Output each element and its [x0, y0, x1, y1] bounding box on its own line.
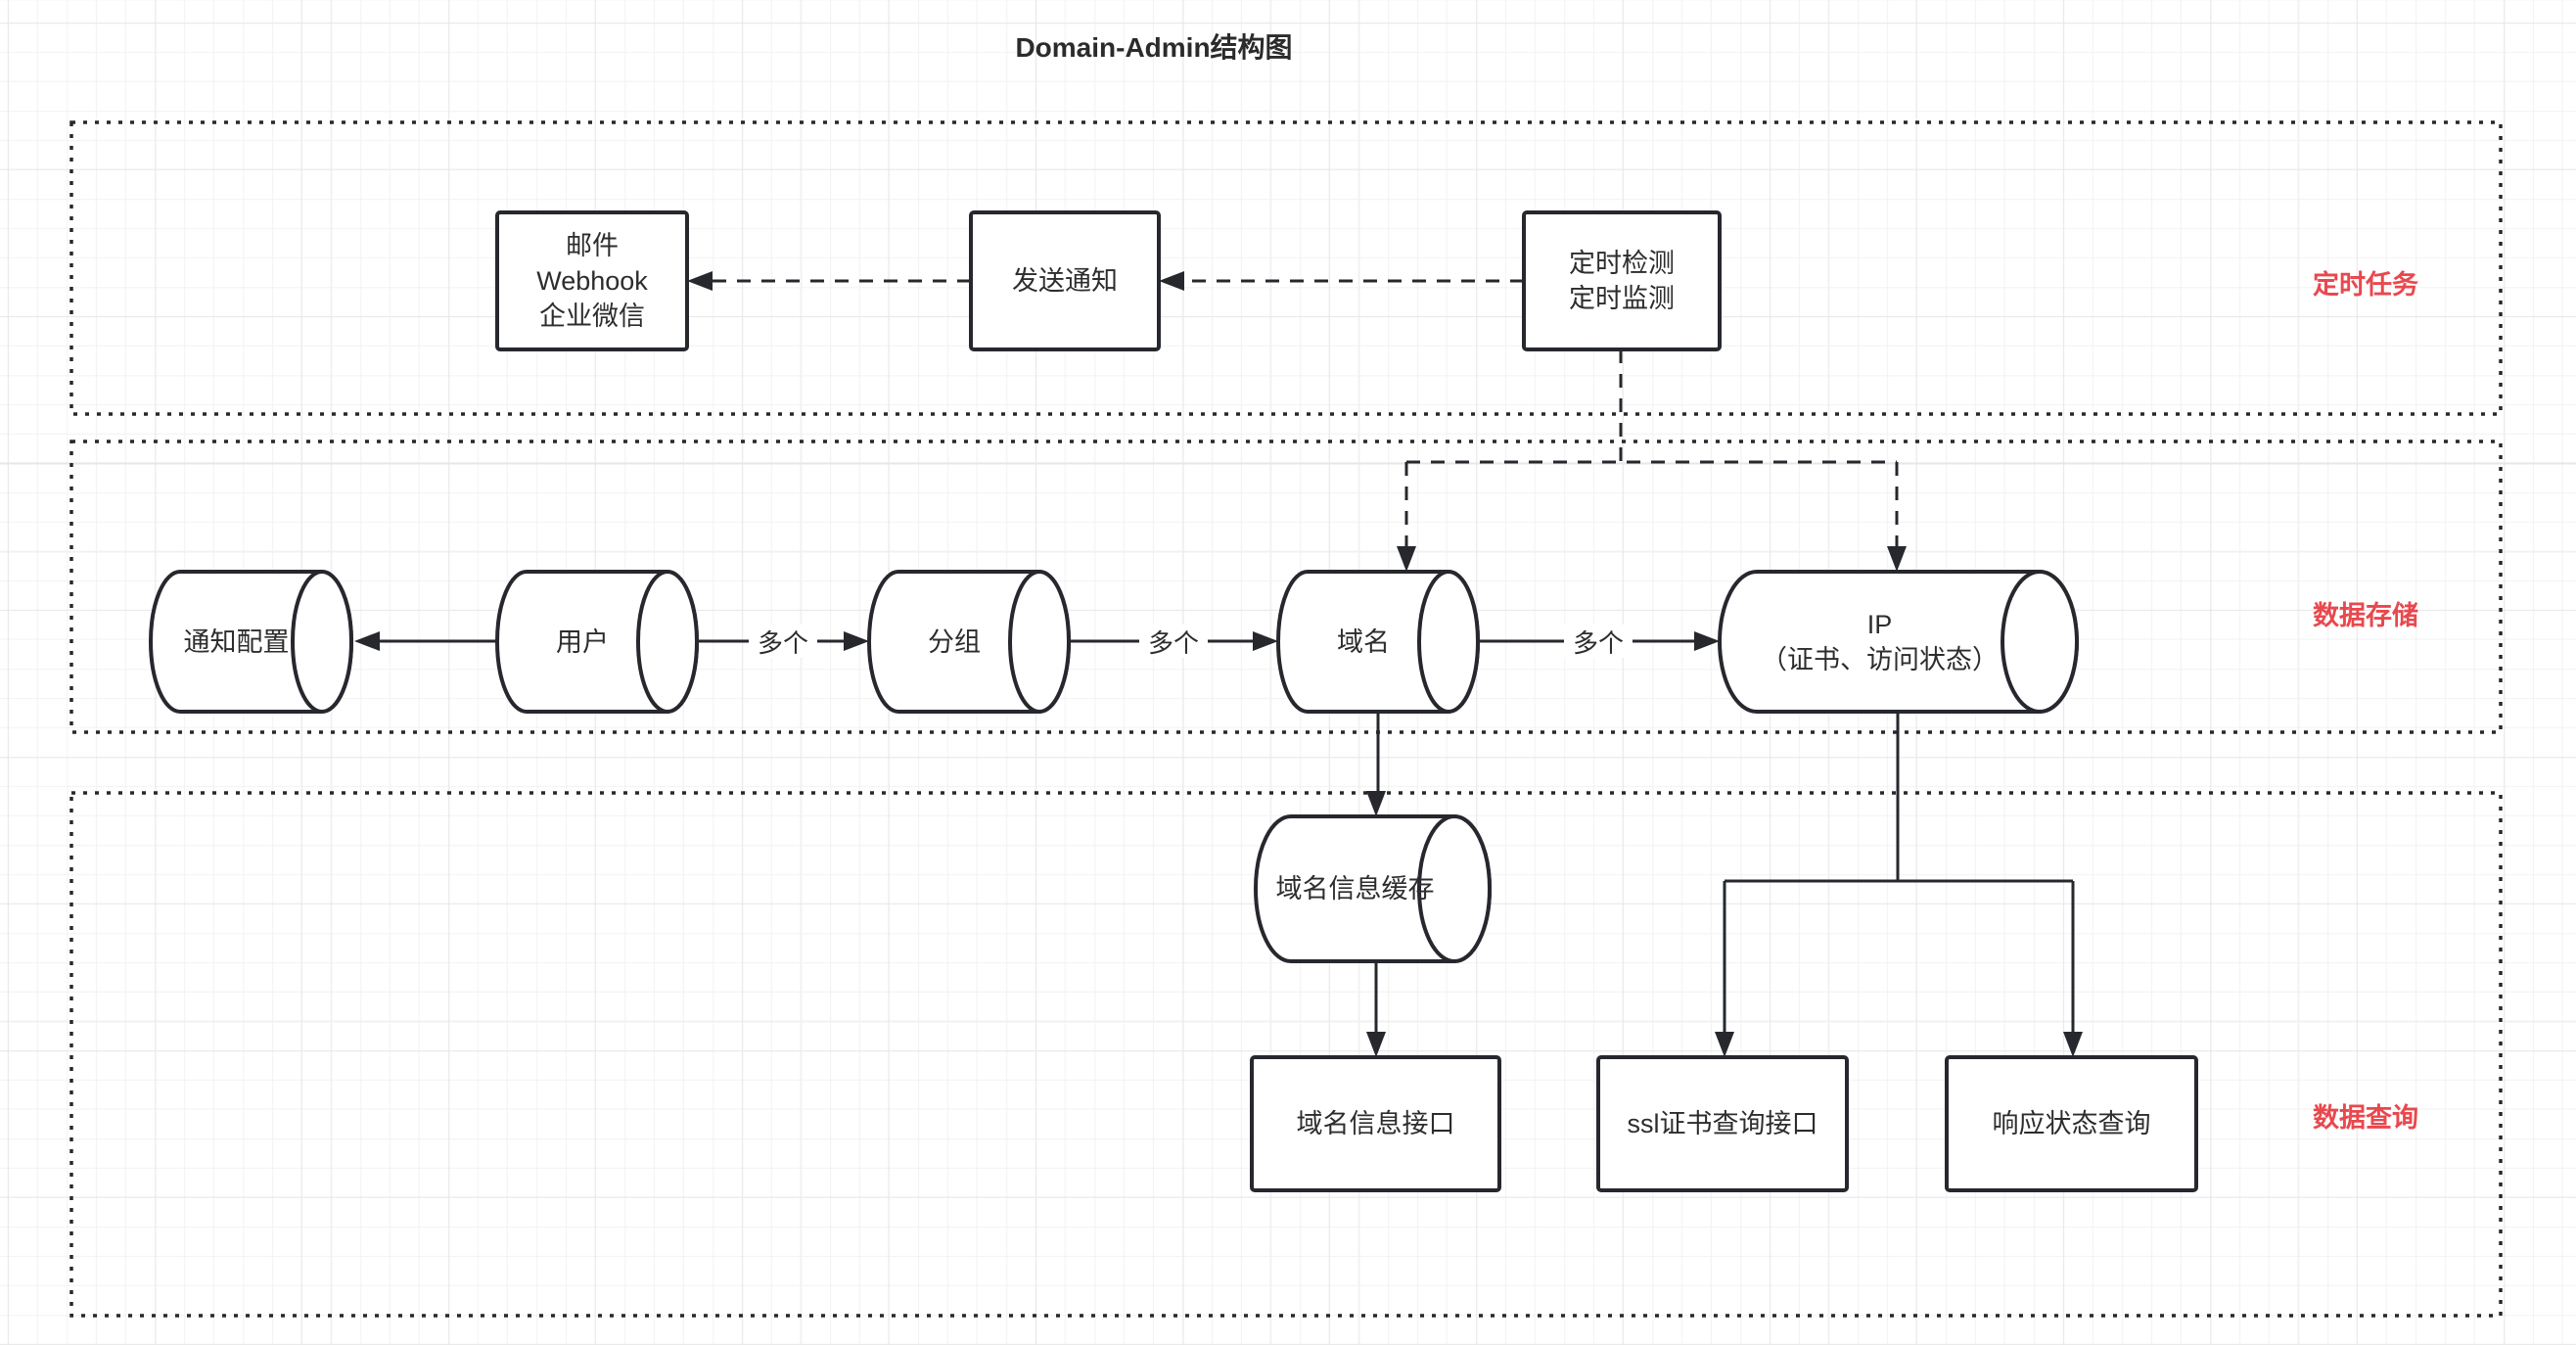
section-scheduled-tasks-frame	[69, 120, 2503, 416]
node-domain-api-shape	[1250, 1055, 1501, 1192]
node-ip-shape	[1718, 570, 2079, 714]
node-domain-api-label: 域名信息接口	[1296, 1109, 1455, 1138]
arrowhead-to-sendnotify	[1159, 271, 1184, 291]
edge-label-domain-to-ip: 多个	[1564, 625, 1633, 658]
ip-line2: （证书、访问状态）	[1761, 644, 1999, 674]
node-user-label: 用户	[556, 626, 609, 657]
node-ssl-api-label: ssl证书查询接口	[1627, 1109, 1818, 1138]
ip-line1: IP	[1866, 609, 1893, 639]
node-domain-cache-label: 域名信息缓存	[1275, 874, 1435, 904]
node-user-shape	[495, 570, 699, 714]
arrowhead-to-cache	[1366, 791, 1386, 816]
edge-ip-branch	[1723, 712, 2075, 1034]
node-group-label: 分组	[928, 626, 981, 657]
node-status-api-shape	[1945, 1055, 2198, 1192]
section-data-query-frame	[69, 791, 2503, 1318]
timed-check-line1: 定时检测	[1569, 249, 1675, 278]
arrowhead-to-statusapi	[2063, 1032, 2083, 1057]
node-ip-label: IP （证书、访问状态）	[1720, 572, 2040, 712]
edge-label-user-to-group: 多个	[749, 625, 817, 658]
notify-channels-line2: Webhook	[536, 266, 648, 296]
node-notify-config-shape	[149, 570, 353, 714]
node-status-api-label: 响应状态查询	[1992, 1109, 2151, 1138]
arrowhead-to-ip	[1694, 631, 1720, 651]
diagram-title: Domain-Admin结构图	[1015, 32, 1293, 63]
arrowhead-to-sslapi	[1715, 1032, 1734, 1057]
node-send-notify-shape	[969, 210, 1161, 351]
timed-check-line2: 定时监测	[1569, 284, 1675, 313]
arrowhead-branch-ip	[1887, 546, 1907, 572]
notify-channels-line1: 邮件	[566, 231, 619, 260]
node-timed-check-shape	[1522, 210, 1722, 351]
arrowhead-to-channels	[687, 271, 713, 291]
node-notify-channels-label: 邮件 Webhook 企业微信	[497, 212, 687, 349]
node-send-notify-label: 发送通知	[1012, 266, 1118, 296]
arrowhead-to-group	[844, 631, 869, 651]
arrowhead-to-domainapi	[1366, 1032, 1386, 1057]
arrowhead-to-notifyconfig	[354, 631, 380, 651]
section-data-storage-frame	[69, 440, 2503, 734]
node-domain-cache-shape	[1254, 814, 1492, 963]
arrowhead-to-domain	[1253, 631, 1278, 651]
node-domain-shape	[1276, 570, 1480, 714]
arrowhead-branch-domain	[1397, 546, 1416, 572]
node-ssl-api-shape	[1596, 1055, 1849, 1192]
node-domain-label: 域名	[1337, 626, 1390, 657]
section-label-scheduled-tasks: 定时任务	[2313, 269, 2418, 300]
edge-label-group-to-domain: 多个	[1139, 625, 1208, 658]
section-label-data-query: 数据查询	[2313, 1102, 2418, 1133]
section-label-data-storage: 数据存储	[2313, 600, 2418, 630]
notify-channels-line3: 企业微信	[539, 301, 645, 331]
node-timed-check-label: 定时检测 定时监测	[1524, 212, 1720, 349]
node-notify-channels-shape	[495, 210, 689, 351]
node-group-shape	[867, 570, 1071, 714]
node-notify-config-label: 通知配置	[183, 626, 290, 657]
